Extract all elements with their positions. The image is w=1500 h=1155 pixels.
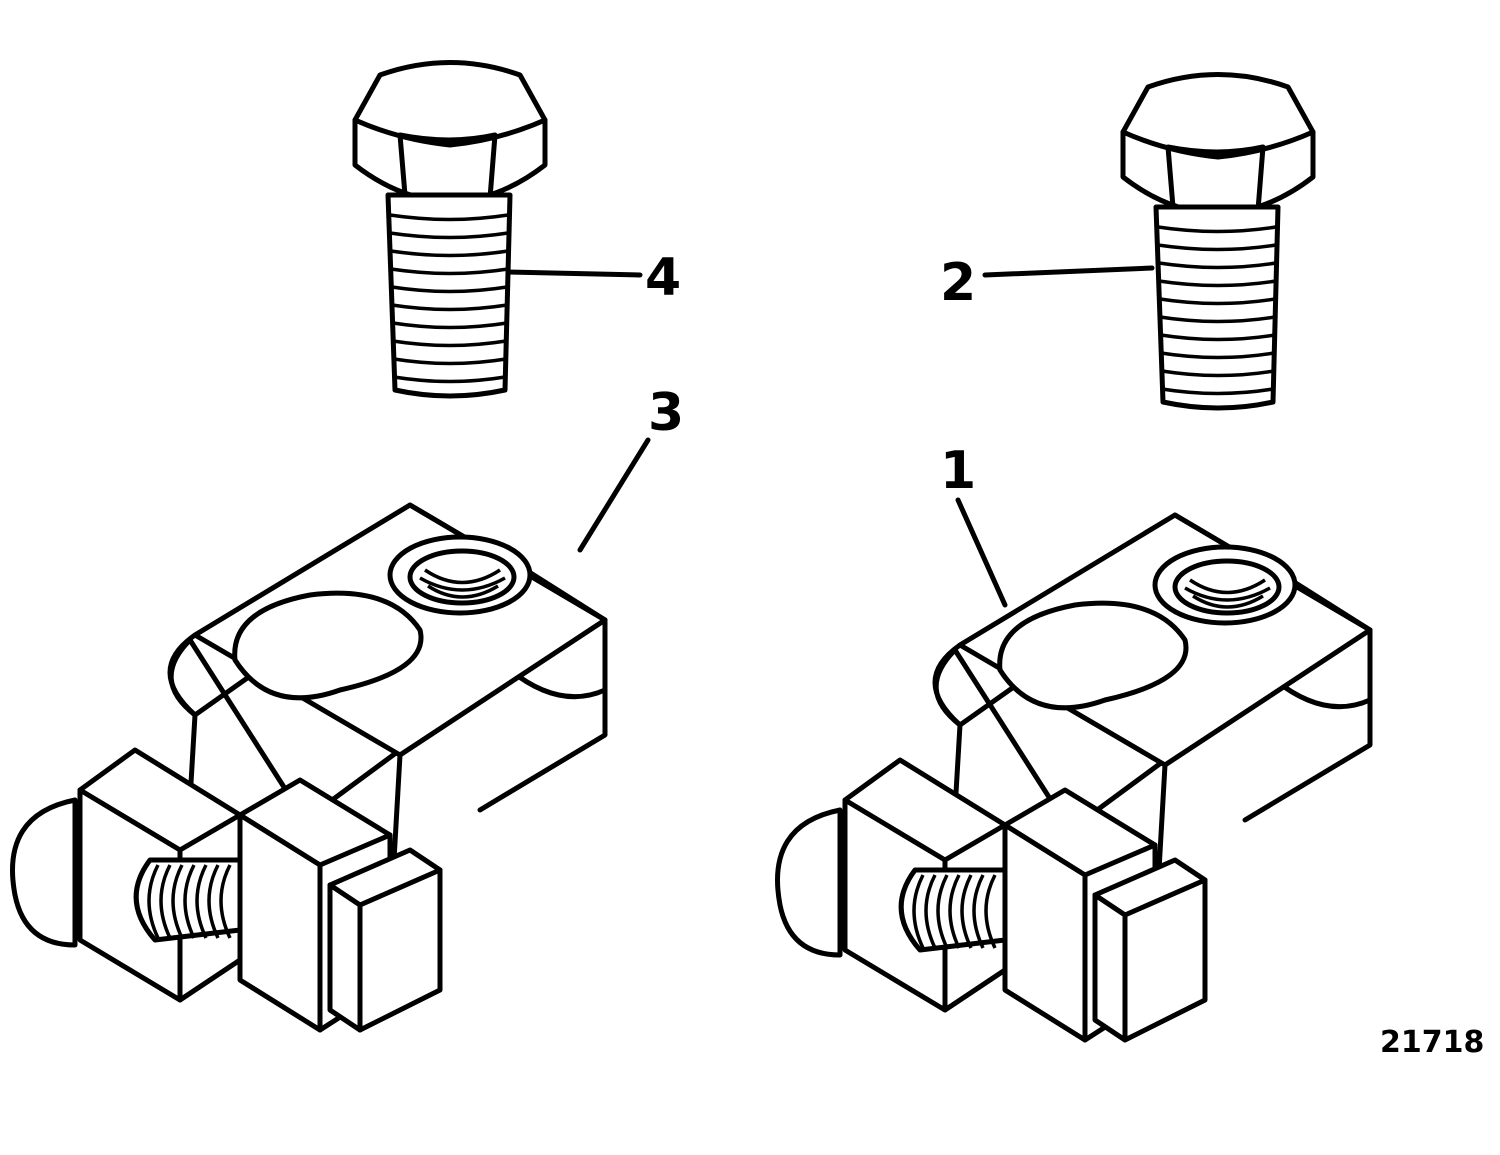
leader-line-3 xyxy=(577,437,651,553)
bolt-part-4 xyxy=(355,63,545,397)
figure-number: 21718 xyxy=(1380,1025,1484,1060)
clamp-part-1 xyxy=(778,515,1371,1040)
callout-3: 3 xyxy=(648,383,684,443)
leader-line-2 xyxy=(982,265,1155,278)
callout-1: 1 xyxy=(940,441,976,501)
leader-line-1 xyxy=(955,497,1008,608)
leader-line-4 xyxy=(505,269,643,278)
clamp-part-3 xyxy=(13,505,606,1030)
callout-2: 2 xyxy=(940,253,976,313)
callout-4: 4 xyxy=(645,248,681,308)
bolt-part-2 xyxy=(1123,75,1313,409)
